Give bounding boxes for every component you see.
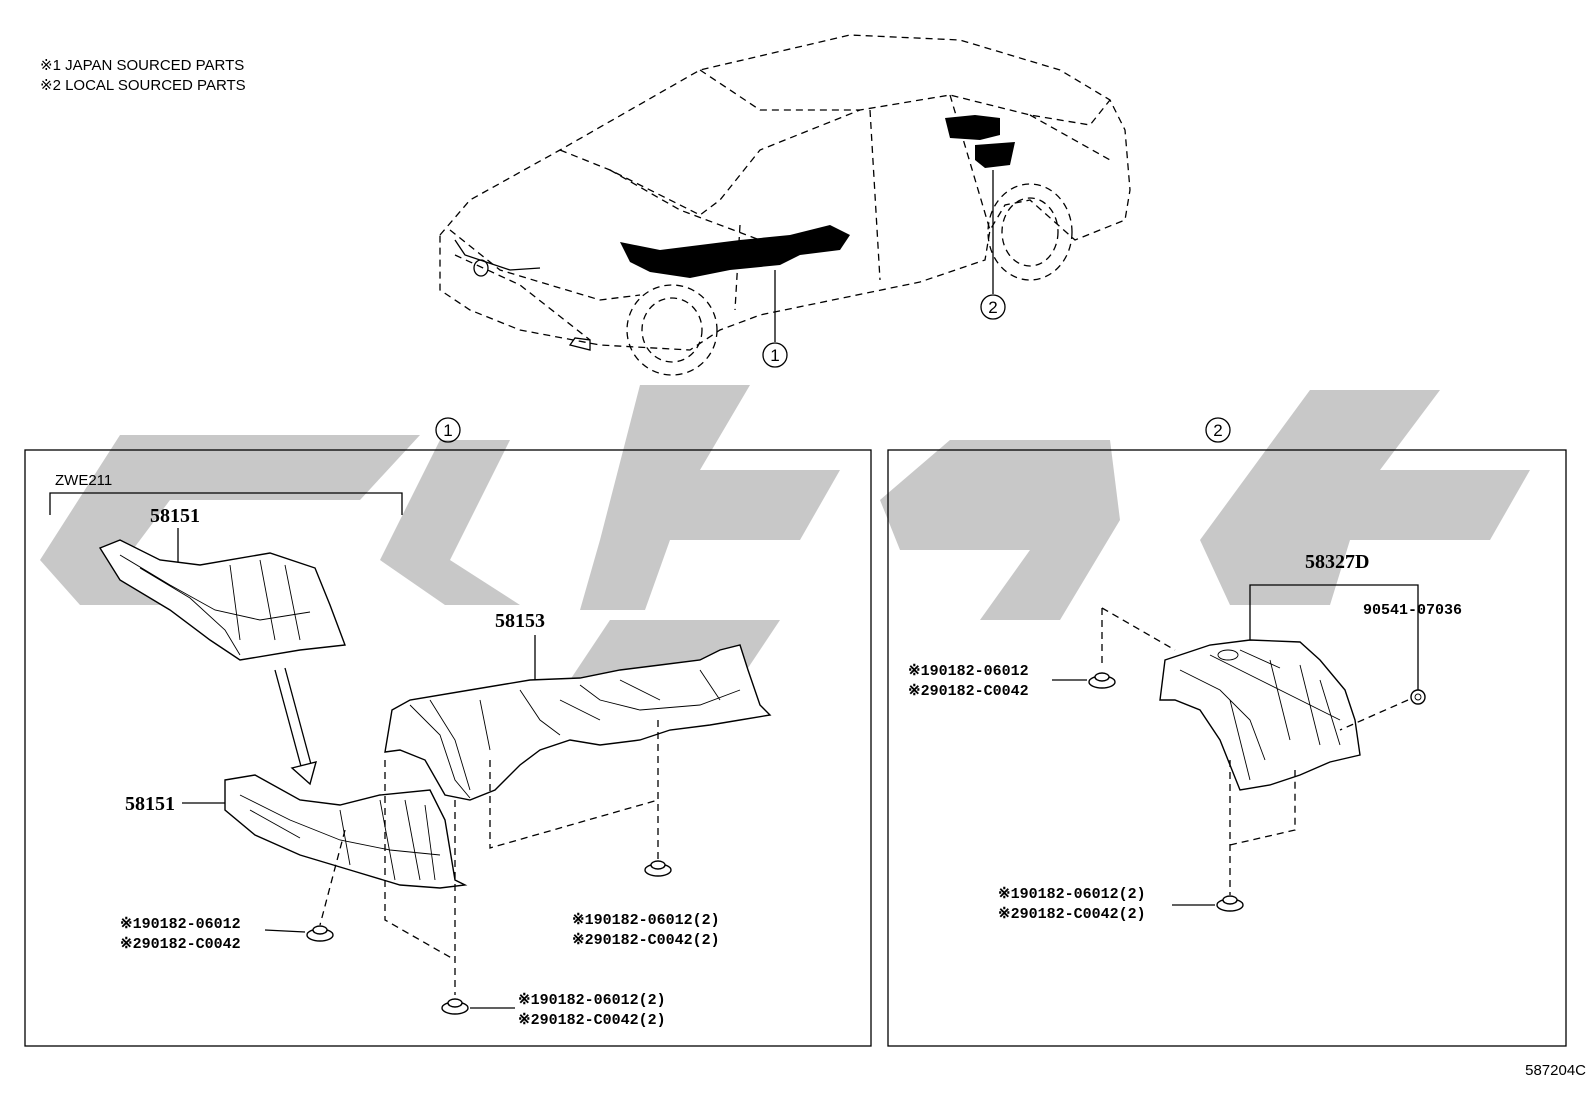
fastener-bottom-line2: ※290182-C0042(2)	[518, 1012, 666, 1029]
part-58151-upper	[98, 539, 346, 661]
fastener-left-line2: ※290182-C0042	[120, 936, 241, 953]
panel-1: 1 ZWE211 58151 58151 58153	[24, 417, 872, 1047]
legend-japan-sourced: ※1 JAPAN SOURCED PARTS	[40, 57, 244, 74]
overview-callout-2: 2	[988, 298, 997, 317]
part-58327D	[1159, 639, 1361, 791]
fastener-right-line1: ※190182-06012(2)	[572, 912, 720, 929]
panel-2: 2 58327D 90541-07036	[887, 417, 1567, 1047]
part-58151-upper-label: 58151	[150, 505, 200, 527]
panel2-fastener-left-line2: ※290182-C0042	[908, 683, 1029, 700]
fastener-right-line2: ※290182-C0042(2)	[572, 932, 720, 949]
watermark-logo	[40, 385, 1530, 680]
part-58327D-label: 58327D	[1305, 551, 1369, 573]
nut-90541	[1410, 689, 1426, 705]
panel-2-frame	[887, 449, 1567, 1047]
fastener-bottom-line1: ※190182-06012(2)	[518, 992, 666, 1009]
nut-bottom	[441, 998, 469, 1015]
nut-panel2-left	[1088, 672, 1116, 689]
model-code-label: ZWE211	[55, 472, 112, 489]
panel2-fastener-bottom-line2: ※290182-C0042(2)	[998, 906, 1146, 923]
part-90541-label: 90541-07036	[1363, 602, 1462, 619]
panel-1-callout: 1	[443, 421, 452, 440]
nut-left	[306, 925, 334, 942]
part-58151-lower-label: 58151	[125, 793, 175, 815]
overview-callout-1: 1	[770, 346, 779, 365]
car-overview-illustration: 1 2	[439, 34, 1131, 376]
panel2-fastener-left-line1: ※190182-06012	[908, 663, 1029, 680]
fastener-left-line1: ※190182-06012	[120, 916, 241, 933]
legend-local-sourced: ※2 LOCAL SOURCED PARTS	[40, 77, 246, 94]
panel-2-callout: 2	[1213, 421, 1222, 440]
figure-code: 587204C	[1525, 1062, 1586, 1079]
nut-right	[644, 860, 672, 877]
panel2-fastener-bottom-line1: ※190182-06012(2)	[998, 886, 1146, 903]
nut-panel2-bottom	[1216, 895, 1244, 912]
part-58153	[384, 644, 772, 801]
panel-1-frame	[24, 449, 872, 1047]
part-58153-label: 58153	[495, 610, 545, 632]
